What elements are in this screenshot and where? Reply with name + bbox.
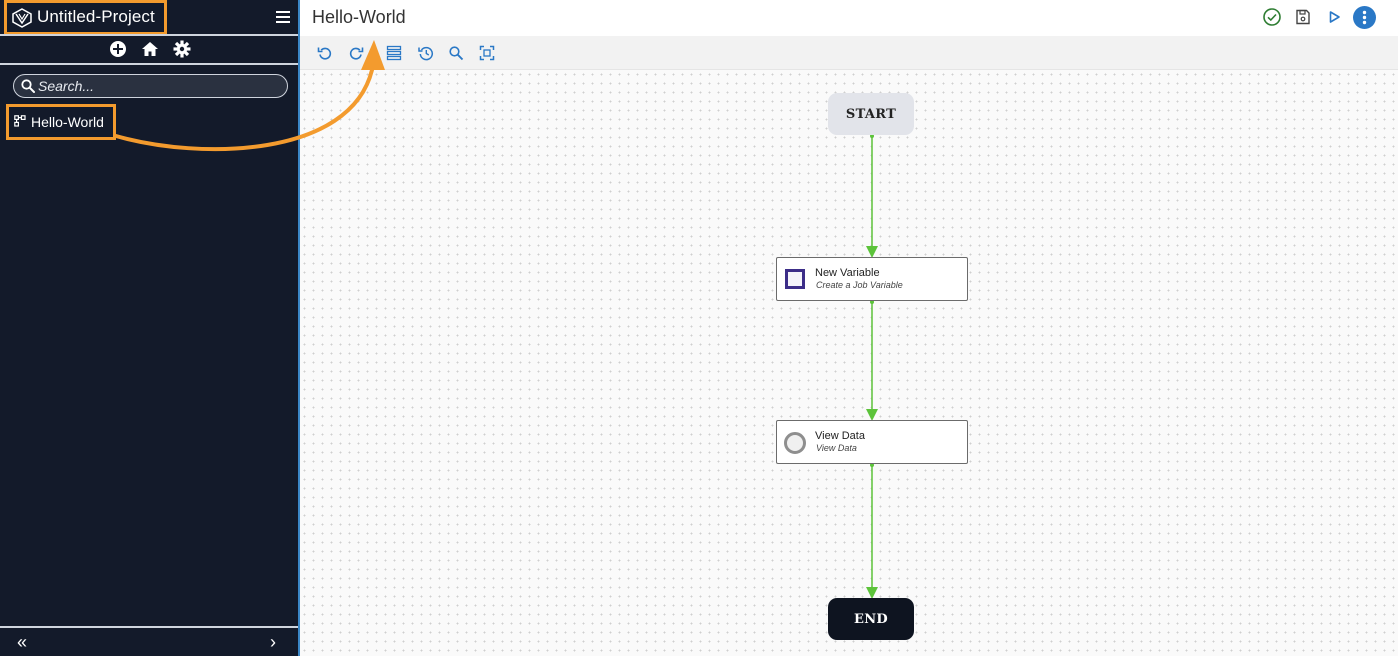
undo-icon[interactable] bbox=[317, 45, 333, 61]
edge-layer bbox=[866, 134, 878, 599]
node-title: New Variable bbox=[815, 267, 880, 279]
gear-icon[interactable] bbox=[173, 40, 191, 58]
edge-new-variable-to-view-data bbox=[866, 300, 878, 421]
layout-icon[interactable] bbox=[386, 45, 402, 61]
workflow-canvas[interactable]: START New Variable Create a Job Variable… bbox=[300, 70, 1398, 656]
zoom-icon[interactable] bbox=[448, 45, 464, 61]
sidebar-edge[interactable] bbox=[298, 0, 300, 656]
node-view-data[interactable]: View Data View Data bbox=[776, 420, 968, 464]
job-icon bbox=[14, 115, 26, 127]
save-icon[interactable] bbox=[1293, 7, 1313, 27]
project-title-highlight bbox=[4, 0, 167, 35]
node-title: View Data bbox=[815, 430, 865, 442]
canvas-toolbar bbox=[300, 36, 1398, 70]
variable-square-icon bbox=[785, 269, 805, 289]
page-title: Hello-World bbox=[312, 7, 406, 27]
home-icon[interactable] bbox=[141, 40, 159, 58]
node-subtitle: View Data bbox=[816, 443, 857, 453]
history-icon[interactable] bbox=[418, 45, 434, 61]
project-title[interactable]: Untitled-Project bbox=[37, 7, 155, 26]
edge-view-data-to-end bbox=[866, 463, 878, 599]
validate-icon[interactable] bbox=[1262, 7, 1282, 27]
more-options-button[interactable] bbox=[1353, 6, 1376, 29]
view-data-circle-icon bbox=[784, 432, 806, 454]
search-icon bbox=[21, 79, 35, 93]
sidebar-divider-tools bbox=[0, 63, 298, 65]
redo-icon[interactable] bbox=[348, 45, 364, 61]
node-subtitle: Create a Job Variable bbox=[816, 280, 903, 290]
hamburger-menu-icon[interactable] bbox=[275, 10, 291, 24]
end-node[interactable]: END bbox=[828, 598, 914, 640]
start-node[interactable]: START bbox=[828, 93, 914, 135]
fit-to-screen-icon[interactable] bbox=[479, 45, 495, 61]
sidebar: Untitled-Project bbox=[0, 0, 298, 656]
expand-panel-button[interactable]: › bbox=[270, 632, 276, 652]
edge-start-to-new-variable bbox=[866, 134, 878, 258]
sidebar-divider-bottom bbox=[0, 626, 298, 628]
sidebar-item-label: Hello-World bbox=[31, 114, 104, 130]
logo-icon bbox=[12, 8, 32, 28]
more-vertical-icon bbox=[1362, 10, 1367, 25]
search-box bbox=[13, 74, 288, 98]
job-item-highlight bbox=[6, 104, 116, 140]
run-icon[interactable] bbox=[1324, 7, 1344, 27]
node-new-variable[interactable]: New Variable Create a Job Variable bbox=[776, 257, 968, 301]
add-icon[interactable] bbox=[109, 40, 127, 58]
search-input[interactable] bbox=[38, 77, 278, 95]
sidebar-divider-top bbox=[0, 34, 298, 36]
collapse-sidebar-button[interactable]: « bbox=[17, 632, 28, 652]
